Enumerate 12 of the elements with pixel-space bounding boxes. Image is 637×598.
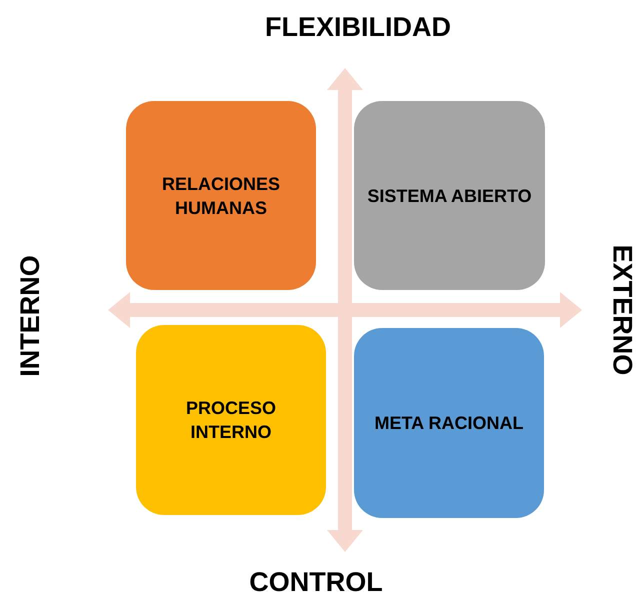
axis-label: FLEXIBILIDAD (265, 10, 451, 44)
quadrant-box (354, 101, 545, 290)
axis-label: INTERNO (14, 255, 46, 377)
quadrant-box (354, 328, 544, 518)
axis-label: CONTROL (249, 566, 383, 598)
quadrant-box (126, 101, 316, 290)
quadrant-box (136, 325, 326, 515)
quadrant-label: SISTEMA ABIERTO (367, 184, 532, 208)
axis-label: EXTERNO (606, 244, 637, 376)
quadrant-label: RELACIONES HUMANAS (160, 172, 281, 220)
quadrant-label: META RACIONAL (374, 412, 524, 435)
quadrant-label: PROCESO INTERNO (184, 397, 278, 444)
